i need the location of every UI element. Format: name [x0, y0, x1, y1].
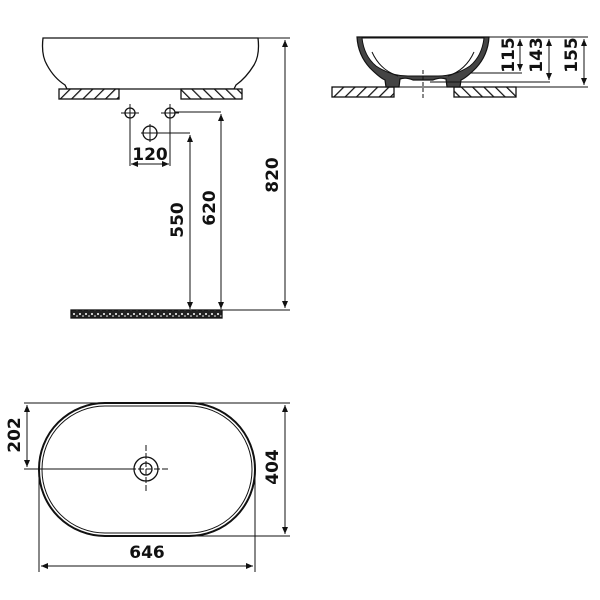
floor-line: [70, 309, 223, 319]
front-elevation-view: 120 550 620 820: [41, 37, 290, 319]
countertop-right: [180, 88, 243, 100]
dimension-basin-height: 155: [562, 37, 582, 73]
section-countertop-left: [331, 86, 395, 98]
dimension-total-height: 820: [263, 157, 283, 193]
dimension-inner-height: 143: [527, 37, 547, 73]
dimension-tap-height: 620: [200, 190, 220, 226]
dimension-depth: 404: [263, 449, 283, 485]
basin-front-outline: [41, 37, 260, 90]
dimension-half-depth: 202: [5, 417, 25, 453]
dimension-drain-height: 550: [168, 202, 188, 238]
dimension-width: 646: [129, 543, 165, 563]
plan-drain-symbol: [130, 445, 170, 493]
section-countertop-right: [453, 86, 517, 98]
side-section-view: 115 143 155: [331, 36, 588, 98]
dimension-bowl-depth: 115: [499, 37, 519, 73]
bowl-inner-cavity: [361, 37, 485, 77]
countertop-left: [58, 88, 120, 100]
dimension-tap-spacing: 120: [132, 145, 168, 165]
drain-symbol: [141, 124, 159, 142]
plan-view: 202 404 646: [5, 402, 290, 572]
